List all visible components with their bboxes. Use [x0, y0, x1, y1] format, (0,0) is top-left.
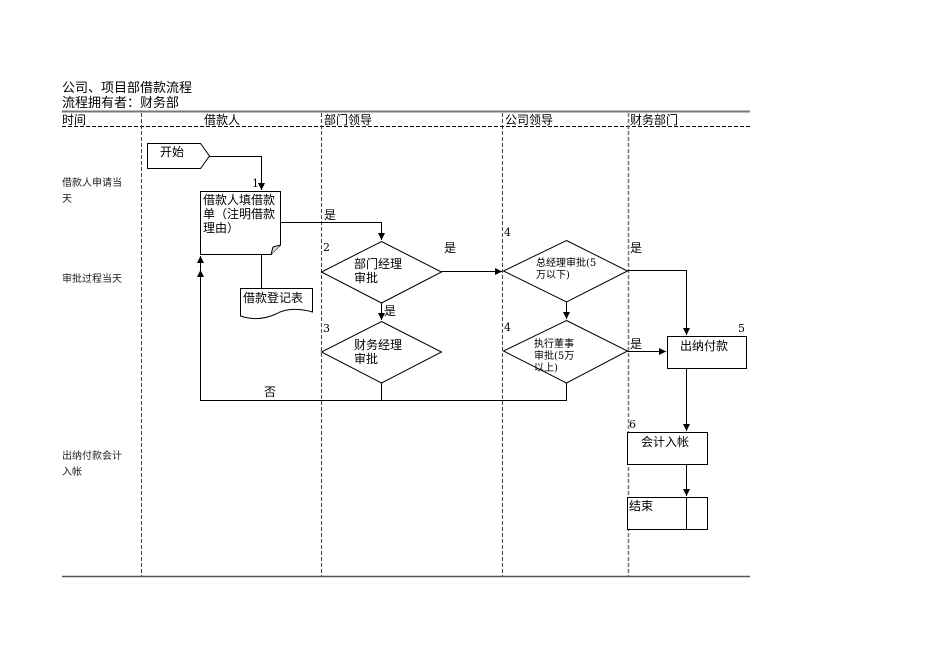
edge-label-yes: 是 — [324, 208, 337, 222]
accounting-node: 会计入帐 — [641, 435, 690, 449]
end-node: 结束 — [629, 499, 654, 513]
lane-header-finance: 财务部门 — [630, 113, 679, 127]
register-shape — [240, 288, 313, 320]
step-number-2: 2 — [323, 241, 330, 254]
register-node: 借款登记表 — [243, 291, 304, 305]
lane-header-dept-leader: 部门领导 — [324, 113, 373, 127]
edge-label-yes: 是 — [630, 241, 643, 255]
start-shape — [147, 143, 211, 169]
exec-dir-node: 执行董事审批(5万以上) — [534, 339, 575, 374]
edge-start-to-form — [209, 156, 265, 190]
edge-gm-to-cashier — [627, 270, 690, 335]
edge-exec-reject — [381, 383, 567, 401]
edge-label-yes: 是 — [384, 304, 397, 318]
process-owner: 流程拥有者：财务部 — [62, 96, 180, 111]
lane-header-time: 时间 — [62, 113, 87, 127]
step-number-4b: 4 — [504, 321, 511, 334]
accounting-box — [627, 432, 708, 465]
step-number-1: 1 — [252, 177, 259, 190]
edge-label-yes: 是 — [444, 241, 457, 255]
row-label-pay: 出纳付款会计入帐 — [62, 451, 122, 478]
cashier-node: 出纳付款 — [680, 339, 729, 353]
edge-label-yes: 是 — [630, 337, 643, 351]
fill-form-node: 借款人填借款单（注明借款理由） — [203, 193, 276, 235]
edge-form-to-dept — [281, 222, 385, 240]
lane-header-borrower: 借款人 — [204, 113, 241, 127]
fin-mgr-node: 财务经理审批 — [354, 338, 403, 366]
row-label-apply: 借款人申请当天 — [62, 178, 122, 205]
row-label-approve: 审批过程当天 — [62, 274, 122, 285]
step-number-3: 3 — [323, 322, 330, 335]
page-title: 公司、项目部借款流程 — [62, 81, 193, 96]
step-number-5: 5 — [738, 322, 745, 335]
edge-reject-loop — [197, 256, 382, 401]
start-node: 开始 — [160, 145, 185, 159]
lane-header-company-leader: 公司领导 — [505, 113, 554, 127]
edge-label-no: 否 — [264, 385, 277, 399]
cashier-box — [667, 336, 747, 369]
dept-mgr-node: 部门经理审批 — [354, 257, 403, 285]
gm-node: 总经理审批(5万以下) — [536, 258, 597, 281]
step-number-6: 6 — [629, 418, 636, 431]
end-box — [627, 497, 708, 530]
step-number-4a: 4 — [504, 226, 511, 239]
